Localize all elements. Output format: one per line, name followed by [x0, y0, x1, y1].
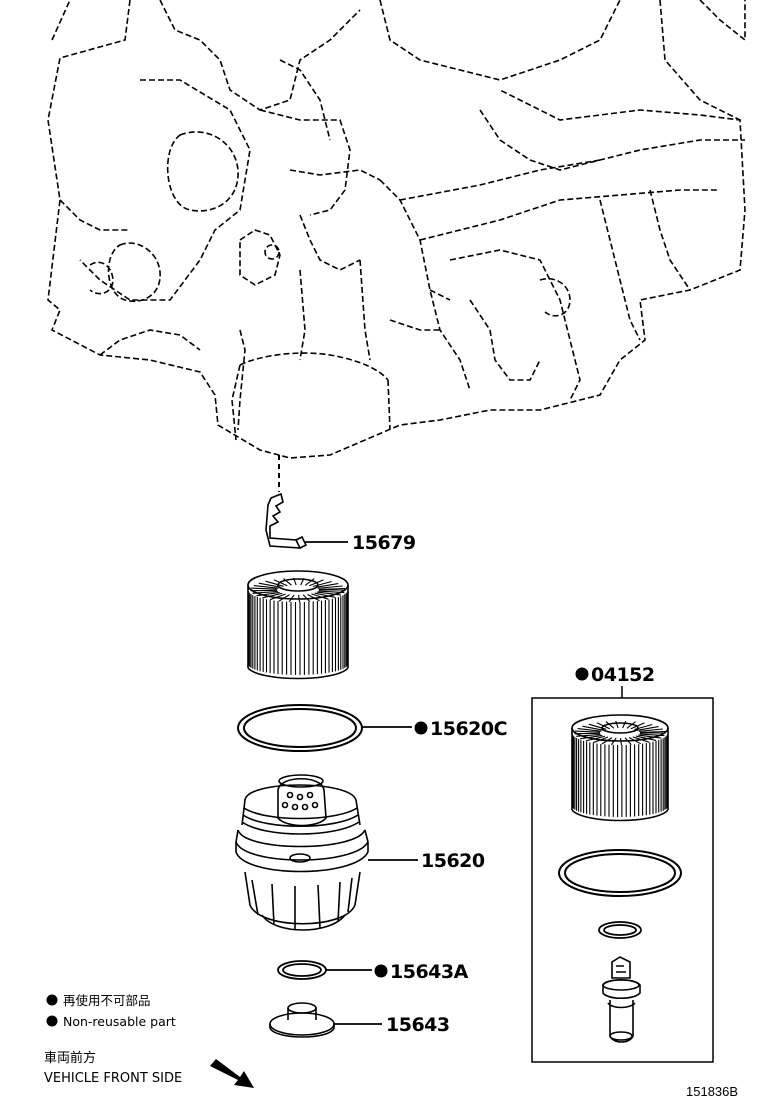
- drain-pipe-15679: [265, 492, 308, 549]
- filter-element: [247, 570, 349, 680]
- filter-top-pleat: [638, 734, 662, 739]
- part-label-15643: 15643: [386, 1014, 450, 1036]
- legend-bullet-en: [46, 1015, 58, 1027]
- non-reusable-marker: [414, 721, 428, 735]
- svg-text:15620C: 15620C: [430, 718, 507, 740]
- filter-top-pleat: [615, 720, 619, 729]
- filter-top-pleat: [610, 737, 617, 746]
- vehicle-direction: 車両前方 VEHICLE FRONT SIDE: [44, 1050, 254, 1088]
- filter-top-pleat: [622, 720, 627, 729]
- legend-en: Non-reusable part: [63, 1014, 176, 1029]
- drain-plug-15643: [269, 1002, 335, 1038]
- filter-top-pleat: [317, 585, 343, 589]
- kit-filter-element: [571, 714, 669, 822]
- filter-top-pleat: [639, 730, 666, 733]
- filter-top-pleat: [588, 723, 607, 730]
- filter-top-pleat: [252, 590, 278, 594]
- filter-top-pleat: [636, 726, 659, 731]
- filter-top-pleat: [265, 580, 284, 587]
- filter-cap-15620: [235, 774, 369, 931]
- filter-top-pleat: [626, 721, 636, 729]
- figure-reference: 151836B: [686, 1084, 738, 1099]
- engine-block-outline: [47, 0, 746, 459]
- filter-top-pleat: [262, 592, 283, 599]
- direction-jp: 車両前方: [44, 1050, 96, 1066]
- filter-top-pleat: [605, 721, 615, 729]
- filter-top-pleat: [574, 730, 601, 733]
- filter-top-pleat: [315, 583, 339, 588]
- filter-top-pleat: [269, 593, 286, 601]
- filter-top-pleat: [576, 733, 601, 737]
- filter-top-pleat: [314, 592, 336, 598]
- filter-top-pleat: [624, 737, 632, 745]
- filter-top-pleat: [304, 578, 315, 586]
- part-label-15620c: 15620C: [414, 718, 508, 740]
- filter-top-pleat: [283, 578, 292, 586]
- kit-drain-pipe: [602, 956, 641, 1043]
- part-label-04152: 04152: [575, 664, 655, 686]
- non-reusable-marker: [374, 964, 388, 978]
- filter-top-pleat: [620, 737, 622, 746]
- filter-top-pleat: [577, 728, 602, 732]
- filter-top-pleat: [316, 591, 342, 596]
- o-ring-15620c: [237, 704, 363, 752]
- filter-top-pleat: [318, 590, 345, 594]
- filter-top-pleat: [309, 579, 324, 587]
- filter-top-pleat: [278, 594, 290, 602]
- part-label-15643a: 15643A: [374, 961, 469, 983]
- filter-top-pleat: [253, 585, 279, 589]
- filter-top-pleat: [288, 594, 295, 603]
- filter-top-pleat: [638, 728, 663, 732]
- filter-top-pleat: [312, 580, 332, 588]
- filter-top-pleat: [630, 722, 645, 730]
- filter-top-pleat: [601, 737, 613, 745]
- filter-top-pleat: [311, 593, 329, 600]
- filter-top-pleat: [256, 591, 280, 597]
- filter-top-pleat: [632, 736, 650, 743]
- filter-top-pleat: [302, 594, 311, 602]
- legend-jp: 再使用不可部品: [63, 993, 151, 1008]
- filter-top-pleat: [628, 737, 641, 745]
- filter-top-pleat: [293, 577, 297, 586]
- filter-top-pleat: [258, 582, 281, 588]
- svg-text:04152: 04152: [591, 664, 655, 686]
- filter-top-pleat: [596, 722, 611, 730]
- direction-arrow-icon: [210, 1059, 254, 1088]
- kit-o-ring-large: [558, 849, 682, 897]
- part-label-15679: 15679: [352, 532, 416, 554]
- kit-o-ring-small: [598, 921, 642, 939]
- filter-top-pleat: [298, 594, 301, 603]
- filter-top-pleat: [635, 735, 657, 741]
- filter-top-pleat: [300, 577, 305, 586]
- filter-top-pleat: [251, 587, 278, 590]
- part-label-15620: 15620: [421, 850, 485, 872]
- direction-en: VEHICLE FRONT SIDE: [44, 1071, 182, 1086]
- legend-bullet-jp: [46, 994, 58, 1006]
- filter-top-pleat: [579, 734, 603, 740]
- non-reusable-marker: [575, 667, 589, 681]
- filter-top-pleat: [639, 733, 665, 737]
- filter-top-pleat: [273, 579, 288, 587]
- o-ring-15643a: [277, 960, 327, 980]
- filter-top-pleat: [307, 594, 320, 602]
- filter-top-pleat: [582, 725, 604, 731]
- filter-top-pleat: [585, 735, 606, 742]
- legend: 再使用不可部品 Non-reusable part: [46, 993, 176, 1029]
- svg-text:15643A: 15643A: [390, 961, 469, 983]
- filter-top-pleat: [318, 587, 346, 590]
- filter-top-pleat: [634, 723, 653, 731]
- filter-top-pleat: [593, 736, 609, 744]
